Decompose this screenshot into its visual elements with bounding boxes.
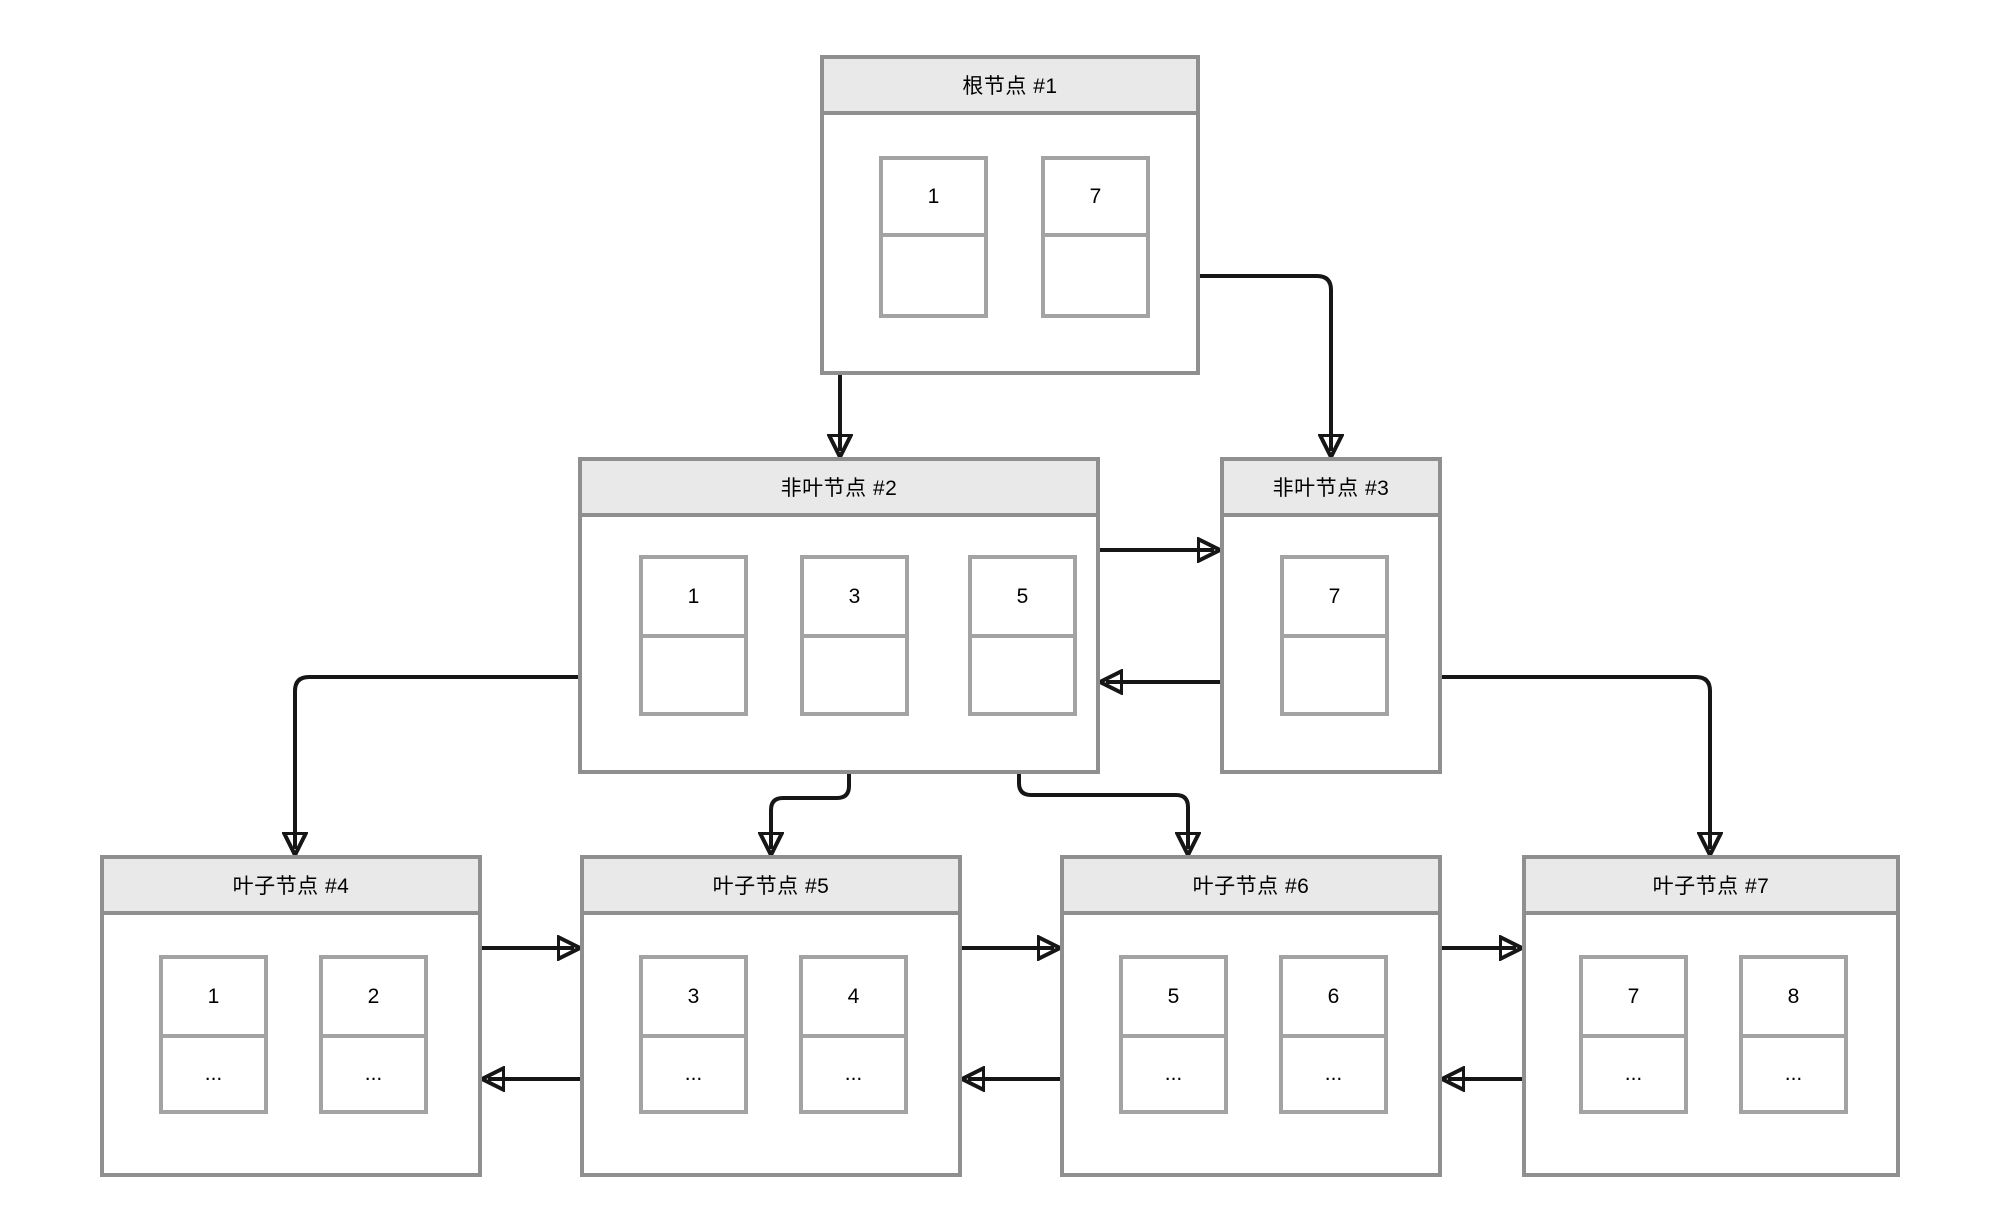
node-leaf-4: 叶子节点 #4 1 ... 2 ... <box>100 855 482 1177</box>
key-value: 2 <box>323 959 424 1038</box>
kv-cell: 2 ... <box>319 955 428 1114</box>
pointer-slot: ... <box>364 1062 383 1085</box>
node-title: 根节点 #1 <box>824 59 1196 115</box>
node-title: 非叶节点 #3 <box>1224 461 1438 517</box>
kv-cell: 6 ... <box>1279 955 1388 1114</box>
key-value: 3 <box>804 559 905 638</box>
kv-cell: 8 ... <box>1739 955 1848 1114</box>
pointer-slot <box>972 638 1073 712</box>
pointer-slot <box>804 638 905 712</box>
node-root-1: 根节点 #1 1 7 <box>820 55 1200 375</box>
key-value: 1 <box>883 160 984 237</box>
pointer-slot: ... <box>1784 1062 1803 1085</box>
node-title: 叶子节点 #6 <box>1064 859 1438 915</box>
key-value: 5 <box>972 559 1073 638</box>
kv-cell: 5 <box>968 555 1077 716</box>
key-value: 1 <box>163 959 264 1038</box>
node-title: 叶子节点 #5 <box>584 859 958 915</box>
pointer-slot <box>1284 638 1385 712</box>
kv-cell: 5 ... <box>1119 955 1228 1114</box>
key-value: 6 <box>1283 959 1384 1038</box>
pointer-slot <box>883 237 984 314</box>
kv-cell: 4 ... <box>799 955 908 1114</box>
node-title: 非叶节点 #2 <box>582 461 1096 517</box>
key-value: 7 <box>1284 559 1385 638</box>
node-internal-2: 非叶节点 #2 1 3 5 <box>578 457 1100 774</box>
pointer-slot <box>643 638 744 712</box>
key-value: 8 <box>1743 959 1844 1038</box>
node-internal-3: 非叶节点 #3 7 <box>1220 457 1442 774</box>
key-value: 4 <box>803 959 904 1038</box>
node-title: 叶子节点 #7 <box>1526 859 1896 915</box>
kv-cell: 3 ... <box>639 955 748 1114</box>
kv-cell: 1 <box>879 156 988 318</box>
key-value: 7 <box>1045 160 1146 237</box>
kv-cell: 7 <box>1280 555 1389 716</box>
pointer-slot: ... <box>684 1062 703 1085</box>
node-title: 叶子节点 #4 <box>104 859 478 915</box>
pointer-slot: ... <box>1324 1062 1343 1085</box>
node-leaf-6: 叶子节点 #6 5 ... 6 ... <box>1060 855 1442 1177</box>
key-value: 1 <box>643 559 744 638</box>
key-value: 7 <box>1583 959 1684 1038</box>
kv-cell: 3 <box>800 555 909 716</box>
key-value: 3 <box>643 959 744 1038</box>
pointer-slot: ... <box>204 1062 223 1085</box>
kv-cell: 1 <box>639 555 748 716</box>
node-leaf-7: 叶子节点 #7 7 ... 8 ... <box>1522 855 1900 1177</box>
kv-cell: 7 <box>1041 156 1150 318</box>
key-value: 5 <box>1123 959 1224 1038</box>
pointer-slot <box>1045 237 1146 314</box>
kv-cell: 7 ... <box>1579 955 1688 1114</box>
kv-cell: 1 ... <box>159 955 268 1114</box>
pointer-slot: ... <box>1164 1062 1183 1085</box>
pointer-slot: ... <box>1624 1062 1643 1085</box>
pointer-slot: ... <box>844 1062 863 1085</box>
node-leaf-5: 叶子节点 #5 3 ... 4 ... <box>580 855 962 1177</box>
